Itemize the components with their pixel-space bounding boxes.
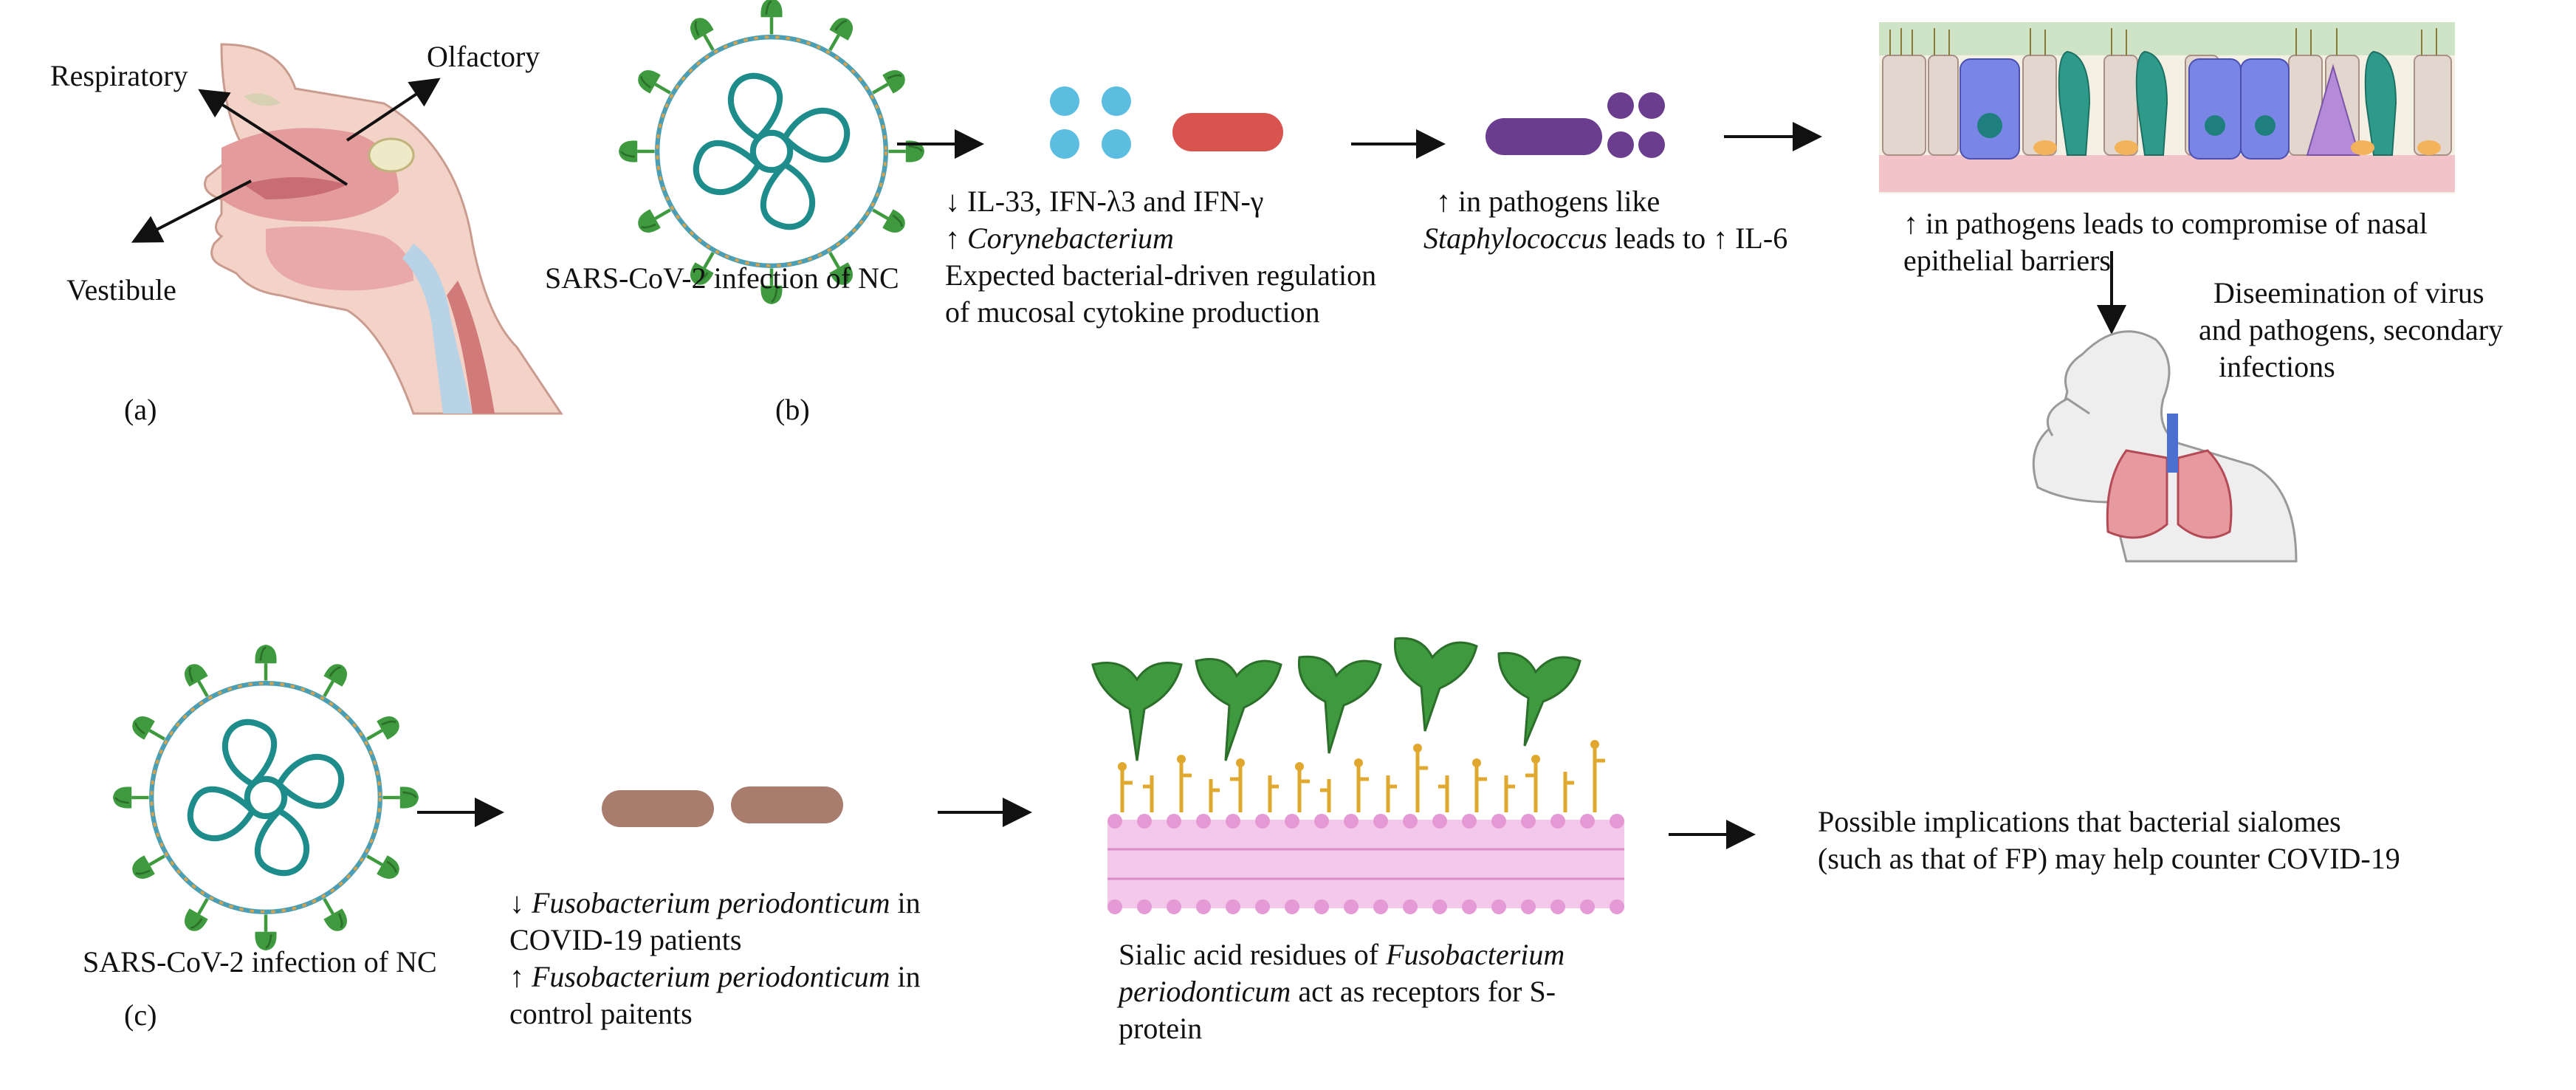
- b-step1-line4: of mucosal cytokine production: [945, 295, 1320, 329]
- coughing-person-lungs-illustration: [2032, 330, 2298, 563]
- nasal-epithelium-illustration: [1879, 22, 2455, 193]
- olfactory-pointer-arrow: [346, 78, 441, 142]
- b-step1-line2-italic: Corynebacterium: [967, 222, 1174, 255]
- b-step2-line2-italic: Staphylococcus: [1423, 222, 1607, 255]
- head-anatomy-illustration: [204, 43, 563, 415]
- c-step2-line1: Sialic acid residues of Fusobacterium: [1119, 936, 1565, 973]
- respiratory-pointer-arrow: [198, 89, 348, 186]
- fusobacterium-bacteria-icon: [602, 786, 843, 827]
- c-step1-line2: COVID-19 patients: [509, 923, 742, 956]
- b-step1-line2-prefix: ↑: [945, 222, 967, 255]
- b-step2-line2: Staphylococcus leads to ↑ IL-6: [1423, 220, 1787, 257]
- b-step1-line2: ↑ Corynebacterium: [945, 220, 1174, 257]
- b-step3-line1: ↑ in pathogens leads to compromise of na…: [1903, 207, 2428, 240]
- label-respiratory: Respiratory: [50, 59, 188, 92]
- c-step2-line3: protein: [1119, 1012, 1203, 1045]
- sars-cov-2-virus-icon-c: [113, 645, 419, 950]
- c-step1-line1-prefix: ↓: [509, 886, 532, 919]
- sars-cov-2-virus-icon: [619, 0, 924, 304]
- b-step4-line1: Diseemination of virus: [2213, 276, 2484, 309]
- c-step1-line4: control paitents: [509, 997, 693, 1030]
- c-step2-line1-italic: Fusobacterium: [1386, 938, 1565, 971]
- c-step1-line3-prefix: ↑: [509, 960, 532, 993]
- virus-caption-c: SARS-CoV-2 infection of NC: [83, 945, 437, 978]
- corynebacterium-bacteria-icon: [1050, 86, 1283, 159]
- panel-b-label: (b): [775, 393, 810, 426]
- c-step1-line3-suffix: in: [890, 960, 921, 993]
- panel-c-label: (c): [124, 998, 157, 1032]
- b-step4-line2: and pathogens, secondary: [2199, 313, 2504, 346]
- b-step1-line1: ↓ IL-33, IFN-λ3 and IFN-γ: [945, 185, 1264, 218]
- staphylococcus-bacteria-icon: [1486, 92, 1665, 158]
- b-step3-line2: epithelial barriers: [1903, 244, 2111, 277]
- panel-a-label: (a): [124, 393, 157, 426]
- virus-caption-b: SARS-CoV-2 infection of NC: [545, 261, 899, 295]
- c-step2-line2-italic: periodonticum: [1119, 975, 1291, 1008]
- c-step2-line2-suffix: act as receptors for S-: [1291, 975, 1556, 1008]
- c-step3-line2: (such as that of FP) may help counter CO…: [1818, 842, 2400, 875]
- c-step1-line3-italic: Fusobacterium periodonticum: [532, 960, 890, 993]
- label-olfactory: Olfactory: [427, 40, 540, 73]
- c-step1-line1-italic: Fusobacterium periodonticum: [532, 886, 890, 919]
- c-step2-line2: periodonticum act as receptors for S-: [1119, 973, 1556, 1010]
- b-step1-line3: Expected bacterial-driven regulation: [945, 258, 1377, 292]
- c-step3-line1: Possible implications that bacterial sia…: [1818, 805, 2341, 838]
- c-step1-line1: ↓ Fusobacterium periodonticum in: [509, 885, 921, 922]
- c-step1-line3: ↑ Fusobacterium periodonticum in: [509, 959, 921, 995]
- b-step4-line3: infections: [2219, 350, 2335, 383]
- b-step2-line1: ↑ in pathogens like: [1436, 185, 1660, 218]
- vestibule-pointer-arrow: [131, 179, 252, 243]
- label-vestibule: Vestibule: [66, 273, 176, 306]
- sialic-acid-membrane-illustration: [1091, 637, 1624, 914]
- c-step2-line1-prefix: Sialic acid residues of: [1119, 938, 1387, 971]
- b-step2-line2-suffix: leads to ↑ IL-6: [1607, 222, 1788, 255]
- c-step1-line1-suffix: in: [890, 886, 921, 919]
